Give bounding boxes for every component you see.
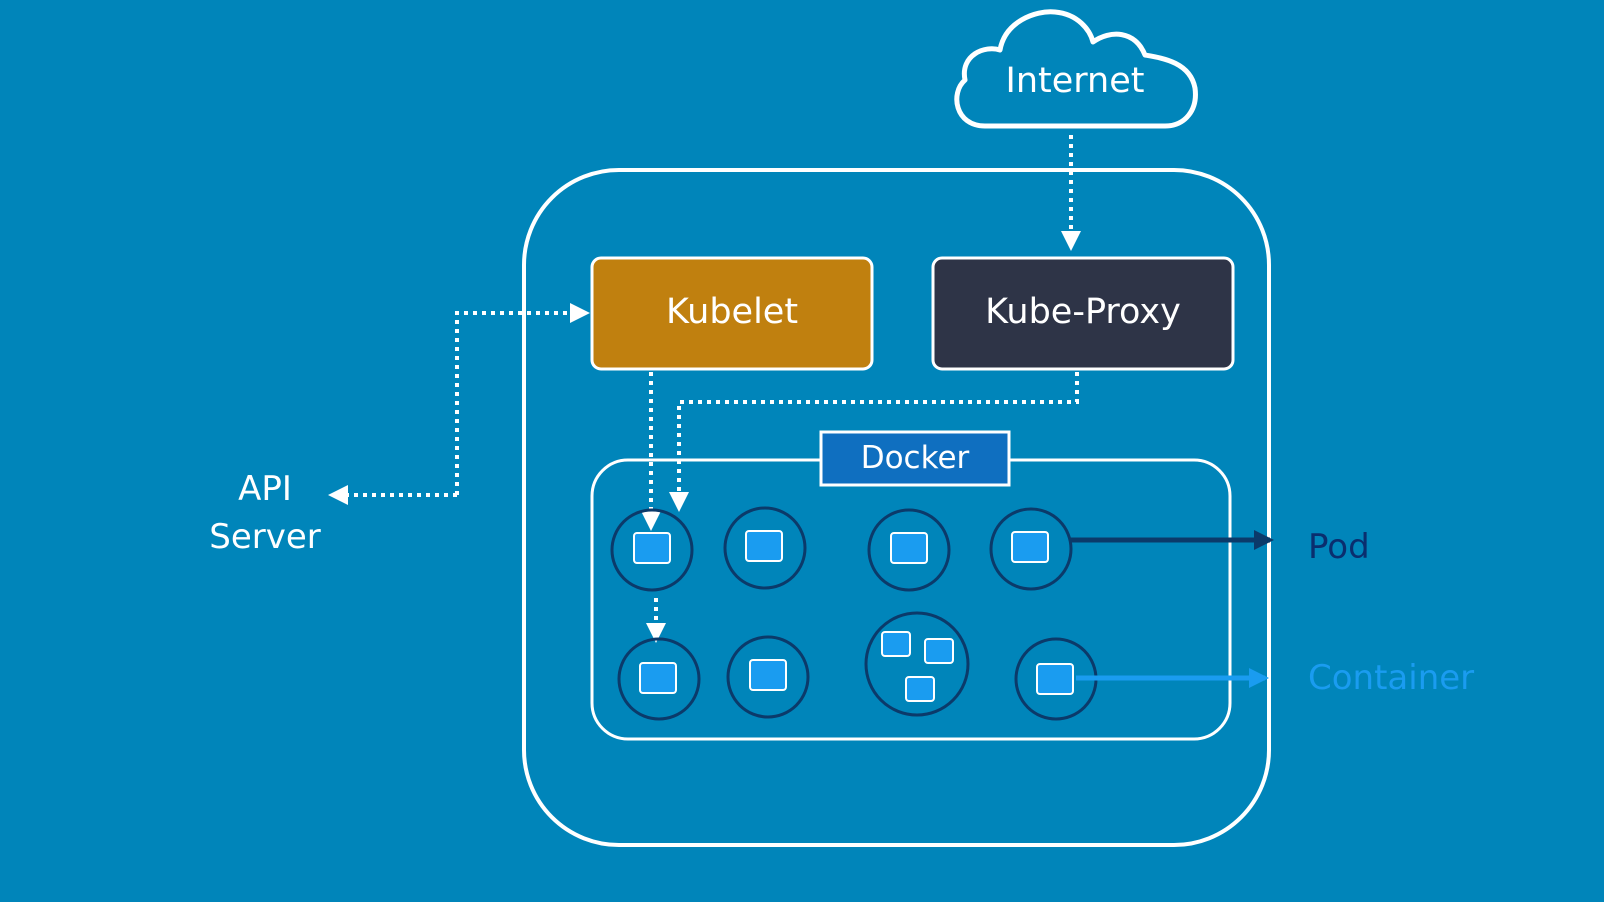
kubelet-label: Kubelet <box>665 292 799 332</box>
docker-tab <box>819 430 1011 487</box>
cloud-icon <box>954 9 1198 129</box>
pods <box>610 506 1098 721</box>
pod-circle-icon <box>989 507 1073 591</box>
containers <box>633 530 1074 702</box>
docker-label: Docker <box>860 440 970 476</box>
container-square-icon <box>639 662 677 694</box>
container-square-icon <box>749 659 787 691</box>
container-square-icon <box>905 676 935 702</box>
internet-label: Internet <box>1005 61 1145 101</box>
api-server-label: API Server <box>190 465 340 561</box>
container-square-icon <box>890 532 928 564</box>
pod-circle-icon <box>723 506 807 590</box>
api-server-kubelet-arrow <box>455 303 590 495</box>
container-square-icon <box>1011 531 1049 563</box>
pod-circle-icon <box>610 508 694 592</box>
node-boundary <box>522 168 1271 847</box>
kube-proxy-box <box>931 256 1235 371</box>
container-square-icon <box>745 530 783 562</box>
container-legend-label: Container <box>1308 658 1475 698</box>
kube-proxy-label: Kube-Proxy <box>985 292 1181 332</box>
kubelet-box <box>590 256 874 371</box>
pod-circle-icon <box>867 508 951 592</box>
container-square-icon <box>633 532 671 564</box>
pod-circle-icon <box>617 637 701 721</box>
container-square-icon <box>1036 663 1074 695</box>
container-square-icon <box>881 631 911 657</box>
container-square-icon <box>924 638 954 664</box>
dotted-connectors <box>328 135 1081 643</box>
pod-circle-icon <box>864 611 970 717</box>
api-server-label-line1: API <box>238 469 292 509</box>
pod-legend-label: Pod <box>1308 527 1370 567</box>
api-server-label-line2: Server <box>209 517 321 557</box>
kube-proxy-to-pod-arrow <box>669 372 1079 512</box>
pod-circle-icon <box>726 635 810 719</box>
